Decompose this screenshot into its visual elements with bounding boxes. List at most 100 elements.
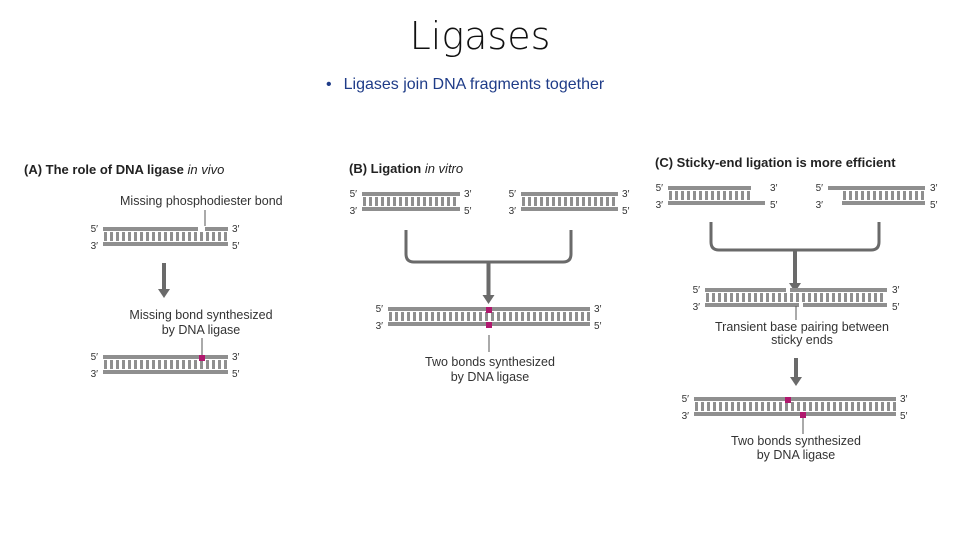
base-pair (767, 402, 770, 411)
base-pair (844, 293, 847, 302)
base-pair (575, 312, 578, 321)
panel-a-sealed-duplex-left-5-end: 5′ (91, 352, 99, 363)
base-pair (784, 293, 787, 302)
base-pair (212, 232, 215, 241)
base-pair (164, 232, 167, 241)
base-pair (453, 197, 456, 206)
panel-c-fragment-right-right-3-end: 3′ (930, 183, 938, 194)
base-pair (706, 293, 709, 302)
base-pair (718, 293, 721, 302)
base-pair (856, 293, 859, 302)
panel-c-sealed-duplex-base-pairs (695, 402, 896, 411)
base-pair (419, 312, 422, 321)
missing-bond-label: Missing phosphodiester bond (120, 194, 283, 208)
panel-a-nicked-duplex-top-strand (205, 227, 228, 231)
base-pair (152, 232, 155, 241)
base-pair (803, 402, 806, 411)
panel-c-annealed-duplex-left-3-end: 3′ (693, 302, 701, 313)
base-pair (497, 312, 500, 321)
panel-c-annealed-duplex-right-5-end: 5′ (892, 302, 900, 313)
base-pair (176, 232, 179, 241)
panel-a-sealed-duplex-left-3-end: 3′ (91, 369, 99, 380)
base-pair (104, 360, 107, 369)
panel-a-nicked-duplex-left-3-end: 3′ (91, 241, 99, 252)
base-pair (821, 402, 824, 411)
base-pair (455, 312, 458, 321)
base-pair (749, 402, 752, 411)
base-pair (515, 312, 518, 321)
base-pair (540, 197, 543, 206)
base-pair (790, 293, 793, 302)
base-pair (164, 360, 167, 369)
panel-c-title: (C) Sticky-end ligation is more efficien… (655, 155, 896, 170)
base-pair (413, 312, 416, 321)
base-pair (861, 191, 864, 200)
base-pair (815, 402, 818, 411)
panel-b-merge-arrow-head (482, 295, 495, 304)
base-pair (845, 402, 848, 411)
base-pair (417, 197, 420, 206)
base-pair (570, 197, 573, 206)
base-pair (760, 293, 763, 302)
panel-b-fragment-left-left-3-end: 3′ (350, 206, 358, 217)
panel-c-fragment-left-right-3-end: 3′ (770, 183, 778, 194)
base-pair (743, 402, 746, 411)
base-pair (200, 360, 203, 369)
base-pair (826, 293, 829, 302)
base-pair (425, 312, 428, 321)
base-pair (534, 197, 537, 206)
base-pair (363, 197, 366, 206)
panel-c-synth-label-2: by DNA ligase (757, 448, 836, 462)
base-pair (820, 293, 823, 302)
base-pair (707, 402, 710, 411)
base-pair (431, 312, 434, 321)
base-pair (381, 197, 384, 206)
base-pair (546, 197, 549, 206)
base-pair (104, 232, 107, 241)
base-pair (742, 293, 745, 302)
base-pair (588, 197, 591, 206)
base-pair (441, 197, 444, 206)
panel-c-sealed-duplex-right-3-end: 3′ (900, 394, 908, 405)
base-pair (729, 191, 732, 200)
base-pair (731, 402, 734, 411)
base-pair (405, 197, 408, 206)
base-pair (725, 402, 728, 411)
base-pair (479, 312, 482, 321)
panel-a-nicked-duplex-bottom-strand (103, 242, 228, 246)
base-pair (407, 312, 410, 321)
panel-b-joined-duplex-left-5-end: 5′ (376, 304, 384, 315)
panel-c-annealed-duplex-bottom-strand (803, 303, 887, 307)
base-pair (754, 293, 757, 302)
panel-c-sealed-duplex-bottom-strand (694, 412, 896, 416)
base-pair (612, 197, 615, 206)
base-pair (581, 312, 584, 321)
base-pair (110, 232, 113, 241)
base-pair (564, 197, 567, 206)
base-pair (116, 232, 119, 241)
base-pair (761, 402, 764, 411)
base-pair (485, 312, 488, 321)
panel-c-fragment-right-left-5-end: 5′ (816, 183, 824, 194)
base-pair (736, 293, 739, 302)
panel-c-fragment-left-left-3-end: 3′ (656, 200, 664, 211)
base-pair (194, 232, 197, 241)
panel-b-fragment-left-right-3-end: 3′ (464, 189, 472, 200)
base-pair (809, 402, 812, 411)
panel-c-sealed-duplex-left-5-end: 5′ (682, 394, 690, 405)
panel-c-arrow-shaft (794, 358, 798, 378)
base-pair (875, 402, 878, 411)
base-pair (389, 312, 392, 321)
base-pair (429, 197, 432, 206)
panel-c-fragment-left-right-5-end: 5′ (770, 200, 778, 211)
base-pair (885, 191, 888, 200)
base-pair (467, 312, 470, 321)
base-pair (791, 402, 794, 411)
base-pair (903, 191, 906, 200)
panel-a-synth-label-2: by DNA ligase (162, 323, 241, 337)
panel-c-annealed-duplex-top-strand (790, 288, 887, 292)
base-pair (705, 191, 708, 200)
base-pair (717, 191, 720, 200)
base-pair (675, 191, 678, 200)
